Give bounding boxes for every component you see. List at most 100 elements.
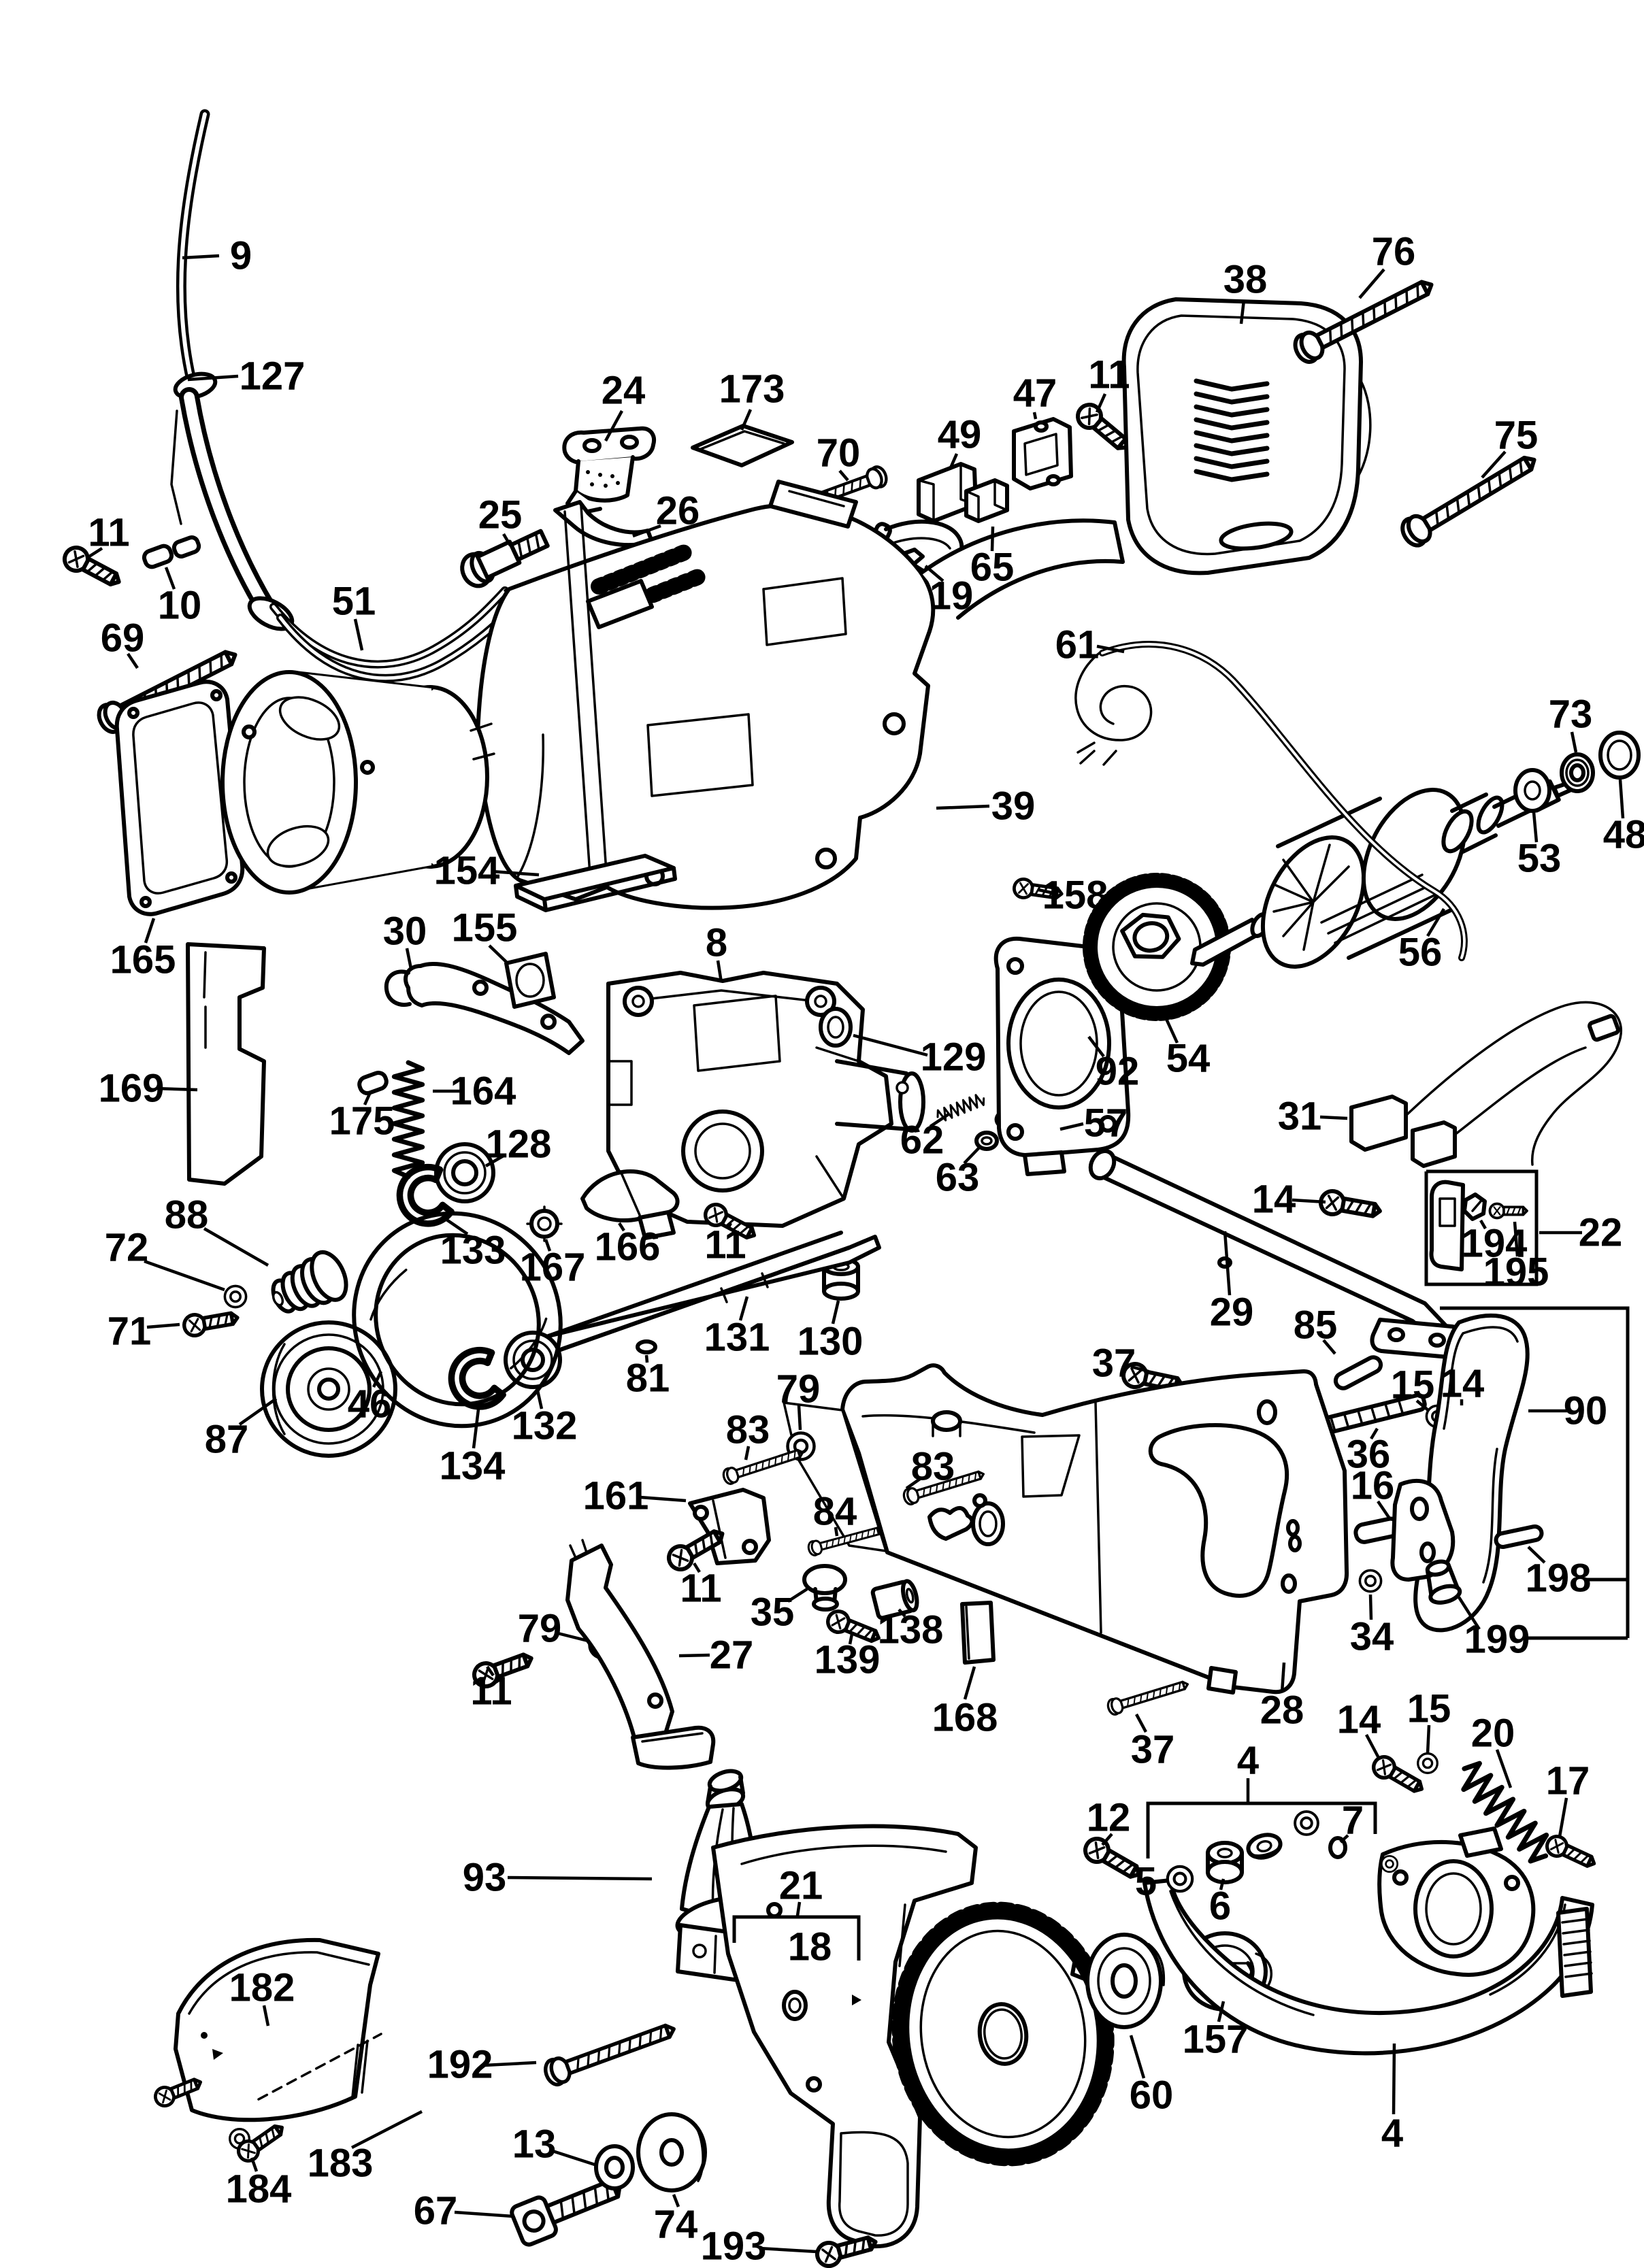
part-label-13-99: 13	[512, 2122, 557, 2167]
pad-155-drawing	[504, 952, 556, 1009]
part-label-49-5: 49	[938, 413, 982, 457]
part-label-161-50: 161	[583, 1474, 649, 1518]
leader-line-35-54	[787, 1588, 808, 1603]
leader-line-21-93	[795, 1901, 802, 1916]
foam-168-drawing	[960, 1601, 996, 1665]
leader-line-15-62	[1415, 1399, 1430, 1412]
callout-brackets	[732, 1169, 1630, 1961]
leader-line-88-43	[203, 1227, 269, 1267]
leader-line-26-12	[632, 524, 661, 538]
leader-line-93-92	[507, 1875, 653, 1881]
leader-line-11-15	[86, 547, 103, 559]
leader-line-79-57	[557, 1631, 589, 1643]
part-label-79-48: 79	[776, 1367, 821, 1412]
brush-31-drawing	[1349, 1001, 1622, 1168]
part-label-138-55: 138	[878, 1608, 944, 1652]
part-label-46-47: 46	[348, 1382, 392, 1427]
plug-65-drawing	[964, 478, 1009, 523]
part-label-11-53: 11	[680, 1567, 721, 1611]
leader-line-7-84	[1339, 1834, 1349, 1844]
washer-5-drawing	[1168, 1867, 1192, 1891]
leader-line-34-77	[1368, 1594, 1373, 1620]
leader-line-16-65	[1377, 1500, 1391, 1520]
leader-line-65-13	[990, 526, 995, 552]
leader-line-165-26	[144, 918, 156, 944]
leader-line-184-96	[250, 2157, 259, 2172]
washer-34-drawing	[1358, 1569, 1383, 1593]
part-label-31-103: 31	[1278, 1095, 1322, 1139]
part-label-8-29: 8	[706, 921, 727, 965]
leader-line-13-99	[552, 2149, 595, 2167]
leader-line-182-95	[262, 2005, 270, 2027]
leader-line-9-0	[182, 254, 220, 260]
switch-kit-22-drawing	[1429, 1180, 1528, 1271]
part-label-16-65: 16	[1351, 1464, 1395, 1508]
part-label-155-28: 155	[452, 906, 518, 950]
leader-line-175-31	[363, 1092, 372, 1105]
part-label-128-33: 128	[486, 1122, 552, 1167]
part-label-198-79: 198	[1526, 1556, 1592, 1601]
part-label-164-32: 164	[450, 1069, 516, 1114]
leader-line-74-101	[672, 2194, 680, 2207]
part-label-90-66: 90	[1564, 1389, 1608, 1433]
part-label-69-17: 69	[101, 616, 145, 661]
washer-kit4-drawing	[1294, 1810, 1319, 1836]
baffle-169-drawing	[186, 942, 266, 1186]
leader-line-17-88	[1558, 1797, 1568, 1837]
part-label-17-88: 17	[1546, 1759, 1590, 1803]
part-label-47-6: 47	[1013, 371, 1057, 416]
part-label-36-64: 36	[1347, 1433, 1391, 1477]
part-label-22-75: 22	[1579, 1211, 1623, 1255]
pulley-87-drawing	[260, 1320, 397, 1458]
leader-line-14-72	[1292, 1198, 1326, 1204]
part-label-20-87: 20	[1471, 1712, 1515, 1756]
part-label-53-23: 53	[1517, 837, 1562, 881]
part-label-67-100: 67	[414, 2189, 458, 2233]
screw-25-drawing	[460, 529, 550, 588]
part-label-195-74: 195	[1483, 1250, 1549, 1295]
leader-line-25-11	[502, 533, 512, 547]
leader-line-37-61	[1130, 1365, 1149, 1373]
part-label-19-14: 19	[930, 574, 974, 618]
leader-line-24-2	[604, 410, 623, 442]
part-label-74-101: 74	[654, 2203, 698, 2247]
part-label-130-38: 130	[798, 1320, 864, 1364]
lever-27-drawing	[565, 1539, 716, 1770]
part-label-165-26: 165	[110, 938, 176, 982]
plate-47-drawing	[1012, 417, 1073, 490]
leader-line-31-103	[1319, 1115, 1348, 1120]
clip-26-drawing	[553, 500, 654, 547]
leader-line-83-49	[744, 1446, 751, 1461]
part-label-184-96: 184	[226, 2167, 292, 2212]
part-label-169-30: 169	[99, 1067, 165, 1111]
pulley-88-drawing	[271, 1250, 348, 1314]
leader-line-10-16	[164, 567, 176, 590]
leader-line-132-41	[536, 1390, 544, 1410]
leader-line-155-28	[488, 944, 508, 963]
leader-line-60-90	[1129, 2035, 1146, 2079]
leader-line-11-53	[693, 1562, 701, 1573]
part-label-14-63: 14	[1441, 1362, 1485, 1406]
kerf-plate-182-drawing	[174, 1937, 382, 2122]
leader-line-83-51	[905, 1478, 921, 1490]
part-label-26-12: 26	[656, 489, 700, 533]
part-label-54-105: 54	[1166, 1037, 1211, 1081]
leader-line-36-64	[1370, 1427, 1379, 1440]
part-label-193-102: 193	[701, 2224, 767, 2268]
leader-line-76-9	[1358, 268, 1385, 299]
leader-line-48-22	[1618, 779, 1625, 819]
label-173-drawing	[691, 424, 794, 467]
part-label-83-49: 83	[726, 1408, 770, 1452]
part-label-35-54: 35	[751, 1590, 795, 1635]
armature-56-drawing	[1190, 779, 1572, 969]
part-label-62-69: 62	[900, 1118, 944, 1163]
leader-line-139-56	[848, 1633, 854, 1645]
motor-cover-38-drawing	[1121, 297, 1372, 576]
nut-6-drawing	[1206, 1841, 1244, 1884]
bearing-128-drawing	[434, 1142, 495, 1203]
leader-line-73-21	[1570, 731, 1578, 753]
part-label-21-93: 21	[779, 1864, 823, 1908]
leader-line-11-37	[726, 1222, 733, 1230]
